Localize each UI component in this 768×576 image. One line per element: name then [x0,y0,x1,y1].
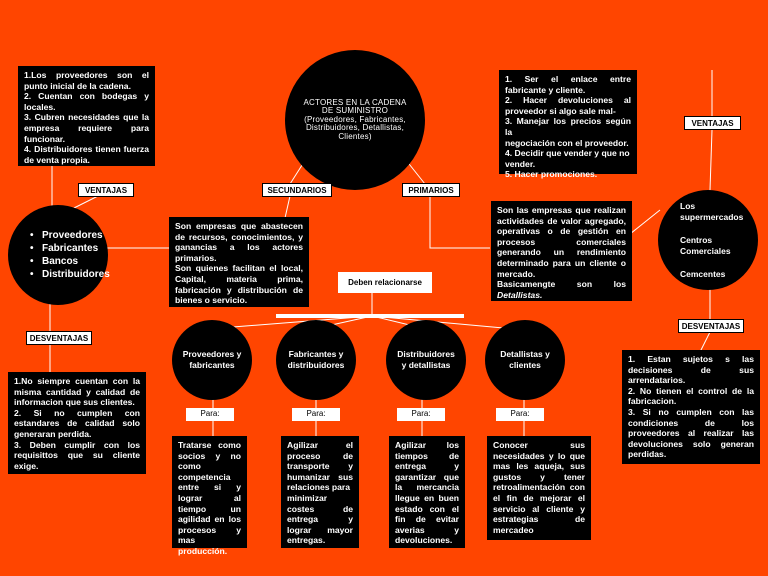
right-desventajas-tag: DESVENTAJAS [678,319,744,333]
relation-node-3: Distribuidores y detallistas [386,320,466,400]
relation-node-1: Proveedores y fabricantes [172,320,252,400]
right-desventajas-box: 1. Estan sujetos s las decisiones de sus… [622,350,760,464]
central-node: ACTORES EN LA CADENA DE SUMINISTRO (Prov… [285,50,425,190]
left-actors-node: Proveedores Fabricantes Bancos Distribui… [8,205,110,305]
para-box-1: Tratarse como socios y no como competenc… [172,436,247,556]
left-ventajas-tag: VENTAJAS [78,183,134,197]
relacion-tag: Deben relacionarse [338,272,432,293]
secundarios-tag: SECUNDARIOS [262,183,332,197]
right-ventajas-box: 1. Ser el enlace entre fabricante y clie… [499,70,637,179]
left-desventajas-box: 1.No siempre cuentan con la misma cantid… [8,372,146,474]
list-item: Bancos [30,255,110,268]
central-title: ACTORES EN LA CADENA DE SUMINISTRO (Prov… [303,97,407,141]
list-item: Fabricantes [30,242,110,255]
primarios-description: Son las empresas que realizan actividade… [491,201,632,301]
para-box-4: Conocer sus necesidades y lo que mas les… [487,436,591,540]
list-item: Proveedores [30,229,110,242]
list-item: Centros Comerciales [680,234,731,256]
left-ventajas-box: 1.Los proveedores son el punto inicial d… [18,66,155,166]
list-item: Distribuidores [30,268,110,281]
relation-node-2: Fabricantes y distribuidores [276,320,356,400]
right-actors-node: Los supermercados Centros Comerciales Ce… [658,190,758,290]
right-ventajas-tag: VENTAJAS [684,116,741,130]
para-tag-1: Para: [186,408,234,421]
para-tag-3: Para: [397,408,445,421]
para-box-2: Agilizar el proceso de transporte y huma… [281,436,359,548]
secundarios-description: Son empresas que abastecen de recursos, … [169,217,309,307]
relation-node-4: Detallistas y clientes [485,320,565,400]
para-tag-2: Para: [292,408,340,421]
left-desventajas-tag: DESVENTAJAS [26,331,92,345]
list-item: Cemcentes [680,268,726,279]
primarios-tag: PRIMARIOS [402,183,460,197]
left-actors-list: Proveedores Fabricantes Bancos Distribui… [30,229,110,281]
list-item: Los supermercados [680,200,744,222]
para-box-3: Agilizar los tiempos de entrega y garant… [389,436,465,548]
para-tag-4: Para: [496,408,544,421]
